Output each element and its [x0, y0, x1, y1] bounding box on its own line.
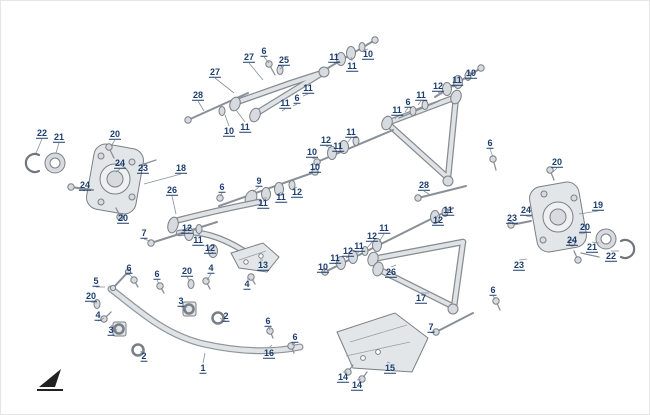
part-callout-26[interactable]: 26 — [384, 266, 398, 279]
part-callout-4[interactable]: 4 — [94, 309, 102, 322]
part-callout-11[interactable]: 11 — [192, 234, 204, 247]
part-callout-12[interactable]: 12 — [180, 222, 194, 235]
part-callout-11[interactable]: 11 — [345, 126, 357, 139]
part-callout-3[interactable]: 3 — [177, 295, 185, 308]
part-callout-20[interactable]: 20 — [550, 156, 564, 169]
part-callout-12[interactable]: 12 — [431, 214, 445, 227]
part-callout-27[interactable]: 27 — [242, 51, 256, 64]
part-callout-21[interactable]: 21 — [585, 241, 599, 254]
part-callout-15[interactable]: 15 — [383, 362, 397, 375]
part-callout-20[interactable]: 20 — [578, 221, 592, 234]
part-callout-12[interactable]: 12 — [431, 80, 445, 93]
part-callout-11[interactable]: 11 — [391, 104, 403, 117]
part-callout-10[interactable]: 10 — [222, 125, 236, 138]
part-callout-10[interactable]: 10 — [361, 48, 375, 61]
part-callout-11[interactable]: 11 — [332, 140, 344, 153]
upper-front-pivot-bolt — [327, 36, 379, 69]
part-callout-12[interactable]: 12 — [341, 245, 355, 258]
part-callout-27[interactable]: 27 — [208, 66, 222, 79]
part-callout-13[interactable]: 13 — [256, 259, 270, 272]
rear-lower-a-arm — [321, 155, 501, 336]
part-callout-7[interactable]: 7 — [427, 321, 435, 334]
part-callout-3[interactable]: 3 — [107, 324, 115, 337]
part-callout-6[interactable]: 6 — [486, 137, 494, 150]
part-callout-24[interactable]: 24 — [113, 157, 127, 170]
part-callout-16[interactable]: 16 — [262, 347, 276, 360]
part-callout-20[interactable]: 20 — [108, 128, 122, 141]
part-callout-11[interactable]: 11 — [275, 191, 287, 204]
part-callout-6[interactable]: 6 — [260, 45, 268, 58]
part-callout-7[interactable]: 7 — [140, 227, 148, 240]
part-callout-10[interactable]: 10 — [316, 261, 330, 274]
part-callout-18[interactable]: 18 — [174, 162, 188, 175]
part-callout-20[interactable]: 20 — [84, 290, 98, 303]
part-callout-11[interactable]: 11 — [329, 252, 341, 265]
part-callout-28[interactable]: 28 — [191, 89, 205, 102]
direction-indicator-icon — [37, 369, 63, 391]
part-callout-10[interactable]: 10 — [464, 67, 478, 80]
part-callout-4[interactable]: 4 — [243, 278, 251, 291]
part-callout-6[interactable]: 6 — [218, 181, 226, 194]
part-callout-23[interactable]: 23 — [505, 212, 519, 225]
stabilizer-bar — [93, 268, 304, 357]
part-callout-23[interactable]: 23 — [512, 259, 526, 272]
part-callout-11[interactable]: 11 — [302, 82, 314, 95]
part-callout-6[interactable]: 6 — [264, 315, 272, 328]
part-callout-17[interactable]: 17 — [414, 292, 428, 305]
part-callout-24[interactable]: 24 — [519, 204, 533, 217]
part-callout-6[interactable]: 6 — [293, 92, 301, 105]
front-knuckle — [24, 143, 157, 221]
upper-front-a-arm — [184, 60, 330, 124]
part-callout-2[interactable]: 2 — [222, 310, 230, 323]
part-callout-11[interactable]: 11 — [257, 197, 269, 210]
part-callout-2[interactable]: 2 — [140, 350, 148, 363]
part-callout-10[interactable]: 10 — [305, 146, 319, 159]
rear-skid-plate — [336, 312, 429, 383]
part-callout-19[interactable]: 19 — [591, 199, 605, 212]
part-callout-20[interactable]: 20 — [180, 265, 194, 278]
part-callout-11[interactable]: 11 — [279, 97, 291, 110]
part-callout-28[interactable]: 28 — [417, 179, 431, 192]
part-callout-22[interactable]: 22 — [35, 127, 49, 140]
part-callout-11[interactable]: 11 — [415, 89, 427, 102]
part-callout-11[interactable]: 11 — [239, 121, 251, 134]
part-callout-6[interactable]: 6 — [404, 96, 412, 109]
part-callout-4[interactable]: 4 — [207, 262, 215, 275]
part-callout-12[interactable]: 12 — [319, 134, 333, 147]
part-callout-23[interactable]: 23 — [136, 162, 150, 175]
part-callout-12[interactable]: 12 — [365, 230, 379, 243]
part-callout-14[interactable]: 14 — [336, 371, 350, 384]
part-callout-11[interactable]: 11 — [378, 222, 390, 235]
part-callout-14[interactable]: 14 — [350, 379, 364, 392]
part-callout-12[interactable]: 12 — [290, 186, 304, 199]
leader-lines — [35, 48, 619, 381]
part-callout-6[interactable]: 6 — [291, 331, 299, 344]
part-callout-11[interactable]: 11 — [346, 60, 358, 73]
part-callout-24[interactable]: 24 — [78, 179, 92, 192]
upper-rear-a-arm — [313, 64, 485, 187]
part-callout-24[interactable]: 24 — [565, 234, 579, 247]
part-callout-1[interactable]: 1 — [199, 362, 207, 375]
part-callout-12[interactable]: 12 — [203, 242, 217, 255]
part-callout-6[interactable]: 6 — [489, 284, 497, 297]
part-callout-21[interactable]: 21 — [52, 131, 66, 144]
part-callout-11[interactable]: 11 — [442, 204, 454, 217]
part-callout-9[interactable]: 9 — [255, 175, 263, 188]
part-callout-10[interactable]: 10 — [308, 161, 322, 174]
front-skid-plate — [230, 242, 280, 273]
part-callout-26[interactable]: 26 — [165, 184, 179, 197]
part-callout-6[interactable]: 6 — [125, 262, 133, 275]
part-callout-5[interactable]: 5 — [92, 275, 100, 288]
part-callout-6[interactable]: 6 — [153, 268, 161, 281]
rear-knuckle — [507, 166, 636, 264]
part-callout-11[interactable]: 11 — [353, 240, 365, 253]
part-callout-11[interactable]: 11 — [328, 51, 340, 64]
part-callout-11[interactable]: 11 — [451, 74, 463, 87]
part-callout-22[interactable]: 22 — [604, 250, 618, 263]
part-callout-20[interactable]: 20 — [116, 212, 130, 225]
part-callout-25[interactable]: 25 — [277, 54, 291, 67]
